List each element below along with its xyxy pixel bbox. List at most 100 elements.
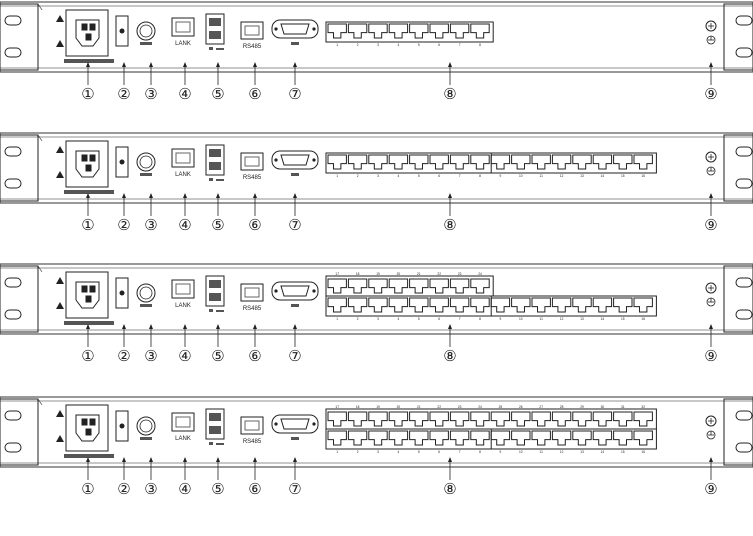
callout-7: ⑦ [288,62,302,103]
port-number-label: 10 [519,174,523,178]
rj45-port [490,411,511,427]
rj45-port-outline [429,278,449,294]
rs485-port: RS485 [240,152,264,181]
rs485-jack [244,156,260,167]
callout-arrowhead [709,62,713,67]
lank-frame [171,279,195,299]
usb-frame [205,144,225,176]
port-number-label: 29 [580,405,584,409]
rj45-port [449,430,470,446]
rj45-port-outline [327,297,347,313]
lank-label: LANK [175,41,191,47]
callout-9: ⑨ [704,62,718,103]
rj45-port [633,430,653,446]
power-switch [115,277,129,309]
port-number-label: 4 [398,317,400,321]
rs485-jack [244,287,260,298]
vga-label-bar [291,437,299,440]
rj45-port [388,278,409,294]
left-rack-ear [0,134,43,202]
rj45-port [531,297,551,313]
inlet-pin [81,154,88,162]
rj45-port-outline [613,154,633,170]
callout-arrowhead [149,457,153,462]
callout-arrowhead [253,324,257,329]
rj45-port-outline [347,297,368,313]
port-number-label: 1 [336,317,338,321]
ps2-port [136,283,156,307]
ac-power-inlet [64,271,114,325]
right-rack-ear [723,3,753,71]
callout-arrowhead [216,457,220,462]
inlet-pin [89,285,96,293]
usb-label-bar [216,48,224,50]
usb-frame [205,13,225,45]
rj45-port [368,430,388,446]
port-number-label: 24 [478,272,482,276]
mount-slot [735,178,753,189]
inlet-pin [89,418,96,426]
port-number-label: 13 [580,174,584,178]
callout-arrowhead [216,193,220,198]
rs485-frame [240,21,264,40]
rj45-port [368,411,388,427]
callout-arrowhead [293,457,297,462]
port-number-label: 11 [540,450,544,454]
port-number-label: 3 [377,174,379,178]
callout-arrowhead [253,62,257,67]
bank-frame-bottom [325,21,494,43]
rj45-port-outline [592,430,613,446]
rj45-port-outline [592,411,613,427]
ground-terminal [705,20,717,45]
rj45-port-outline [633,297,653,313]
rj45-port-outline [490,411,511,427]
inlet-frame [65,271,109,319]
callout-1: ① [81,193,95,234]
right-rack-ear [723,134,753,202]
warning-icon [56,15,64,22]
rj45-port-outline [490,297,511,313]
callout-arrowhead [448,457,452,462]
warning-icon [56,435,64,442]
vga-screw [312,422,316,426]
callout-1: ① [81,324,95,365]
rs485-label: RS485 [243,439,262,445]
mount-slot [735,410,753,421]
callout-arrowhead [253,457,257,462]
port-number-label: 1 [336,43,338,47]
vga-label-bar [291,173,299,176]
port-number-label: 21 [417,405,421,409]
rj45-port-outline [633,154,653,170]
callout-number: ③ [144,481,157,498]
lank-port: LANK [171,279,195,309]
rj45-port [429,297,449,313]
callout-arrowhead [709,457,713,462]
rj45-port [449,297,470,313]
callout-arrowhead [122,62,126,67]
ps2-port [136,152,156,176]
rj45-port-outline [551,297,572,313]
rj45-port [449,154,470,170]
callout-arrowhead [86,62,90,67]
rj45-port [429,23,449,39]
port-number-label: 5 [418,174,420,178]
inlet-pin [85,33,92,41]
rj45-port [470,430,490,446]
ps2-inner [139,419,153,433]
rj45-port-outline [388,154,409,170]
inlet-pin [85,164,92,172]
rj45-port [368,278,388,294]
usb-frame [205,408,225,440]
callout-number: ⑤ [211,481,224,498]
ear-bevel [37,3,43,11]
rj45-port-outline [613,430,633,446]
ac-power-inlet [64,9,114,63]
inlet-pin [89,23,96,31]
inlet-pin [81,23,88,31]
callout-8: ⑧ [443,62,457,103]
port-number-label: 6 [438,317,440,321]
rj45-port-outline [572,411,592,427]
